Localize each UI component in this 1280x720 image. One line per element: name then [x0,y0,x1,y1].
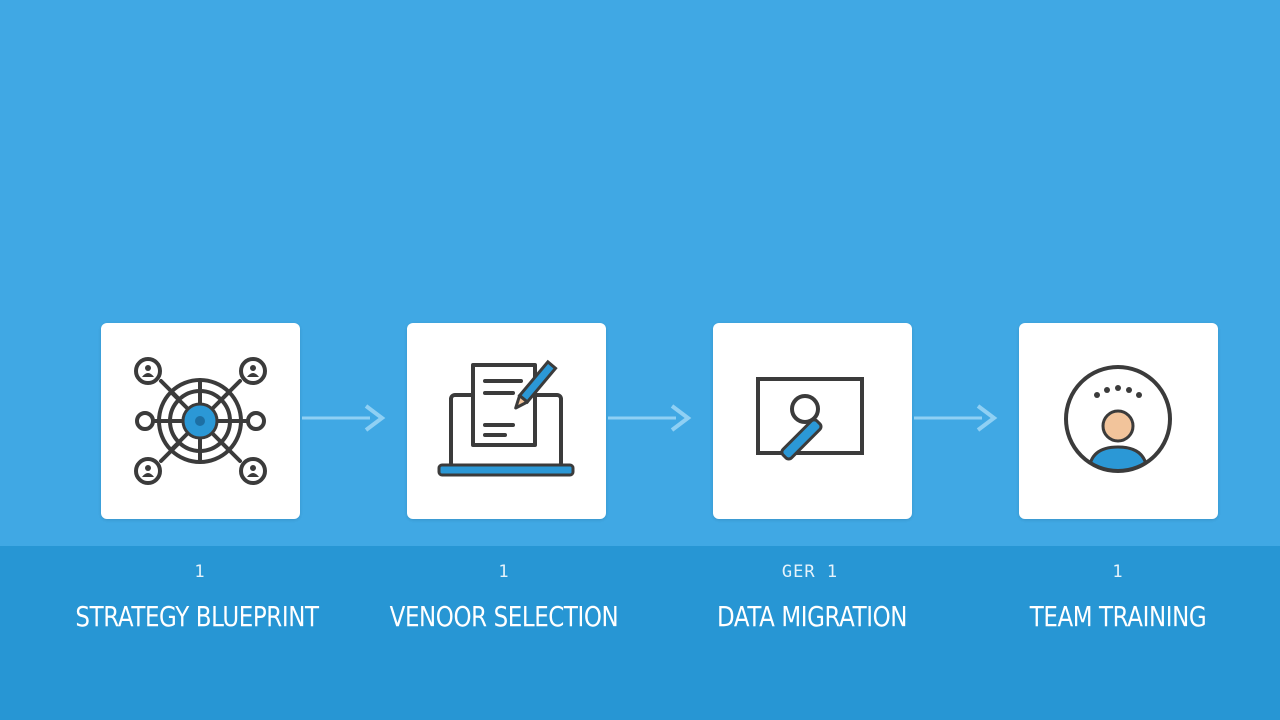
person-in-circle-icon [1064,365,1172,473]
arrow-right-icon [914,404,998,432]
step-label: DATA MIGRATION [716,600,908,633]
step-card-data-migration [713,323,912,519]
step-number: 1 [498,562,510,582]
step-number: 1 [1112,562,1124,582]
step-card-vendor-selection [407,323,606,519]
step-number: 1 [194,562,206,582]
labels-band [0,546,1280,720]
step-card-strategy-blueprint [101,323,300,519]
step-label: VENOOR SELECTION [389,600,619,633]
laptop-document-pen-icon [437,359,575,477]
screen-magnifier-icon [756,377,864,461]
arrow-right-icon [302,404,386,432]
step-label: TEAM TRAINING [1029,600,1207,633]
step-number: GER 1 [781,562,839,582]
step-card-team-training [1019,323,1218,519]
step-label: STRATEGY BLUEPRINT [75,600,319,633]
network-hub-icon [134,357,267,485]
arrow-right-icon [608,404,692,432]
